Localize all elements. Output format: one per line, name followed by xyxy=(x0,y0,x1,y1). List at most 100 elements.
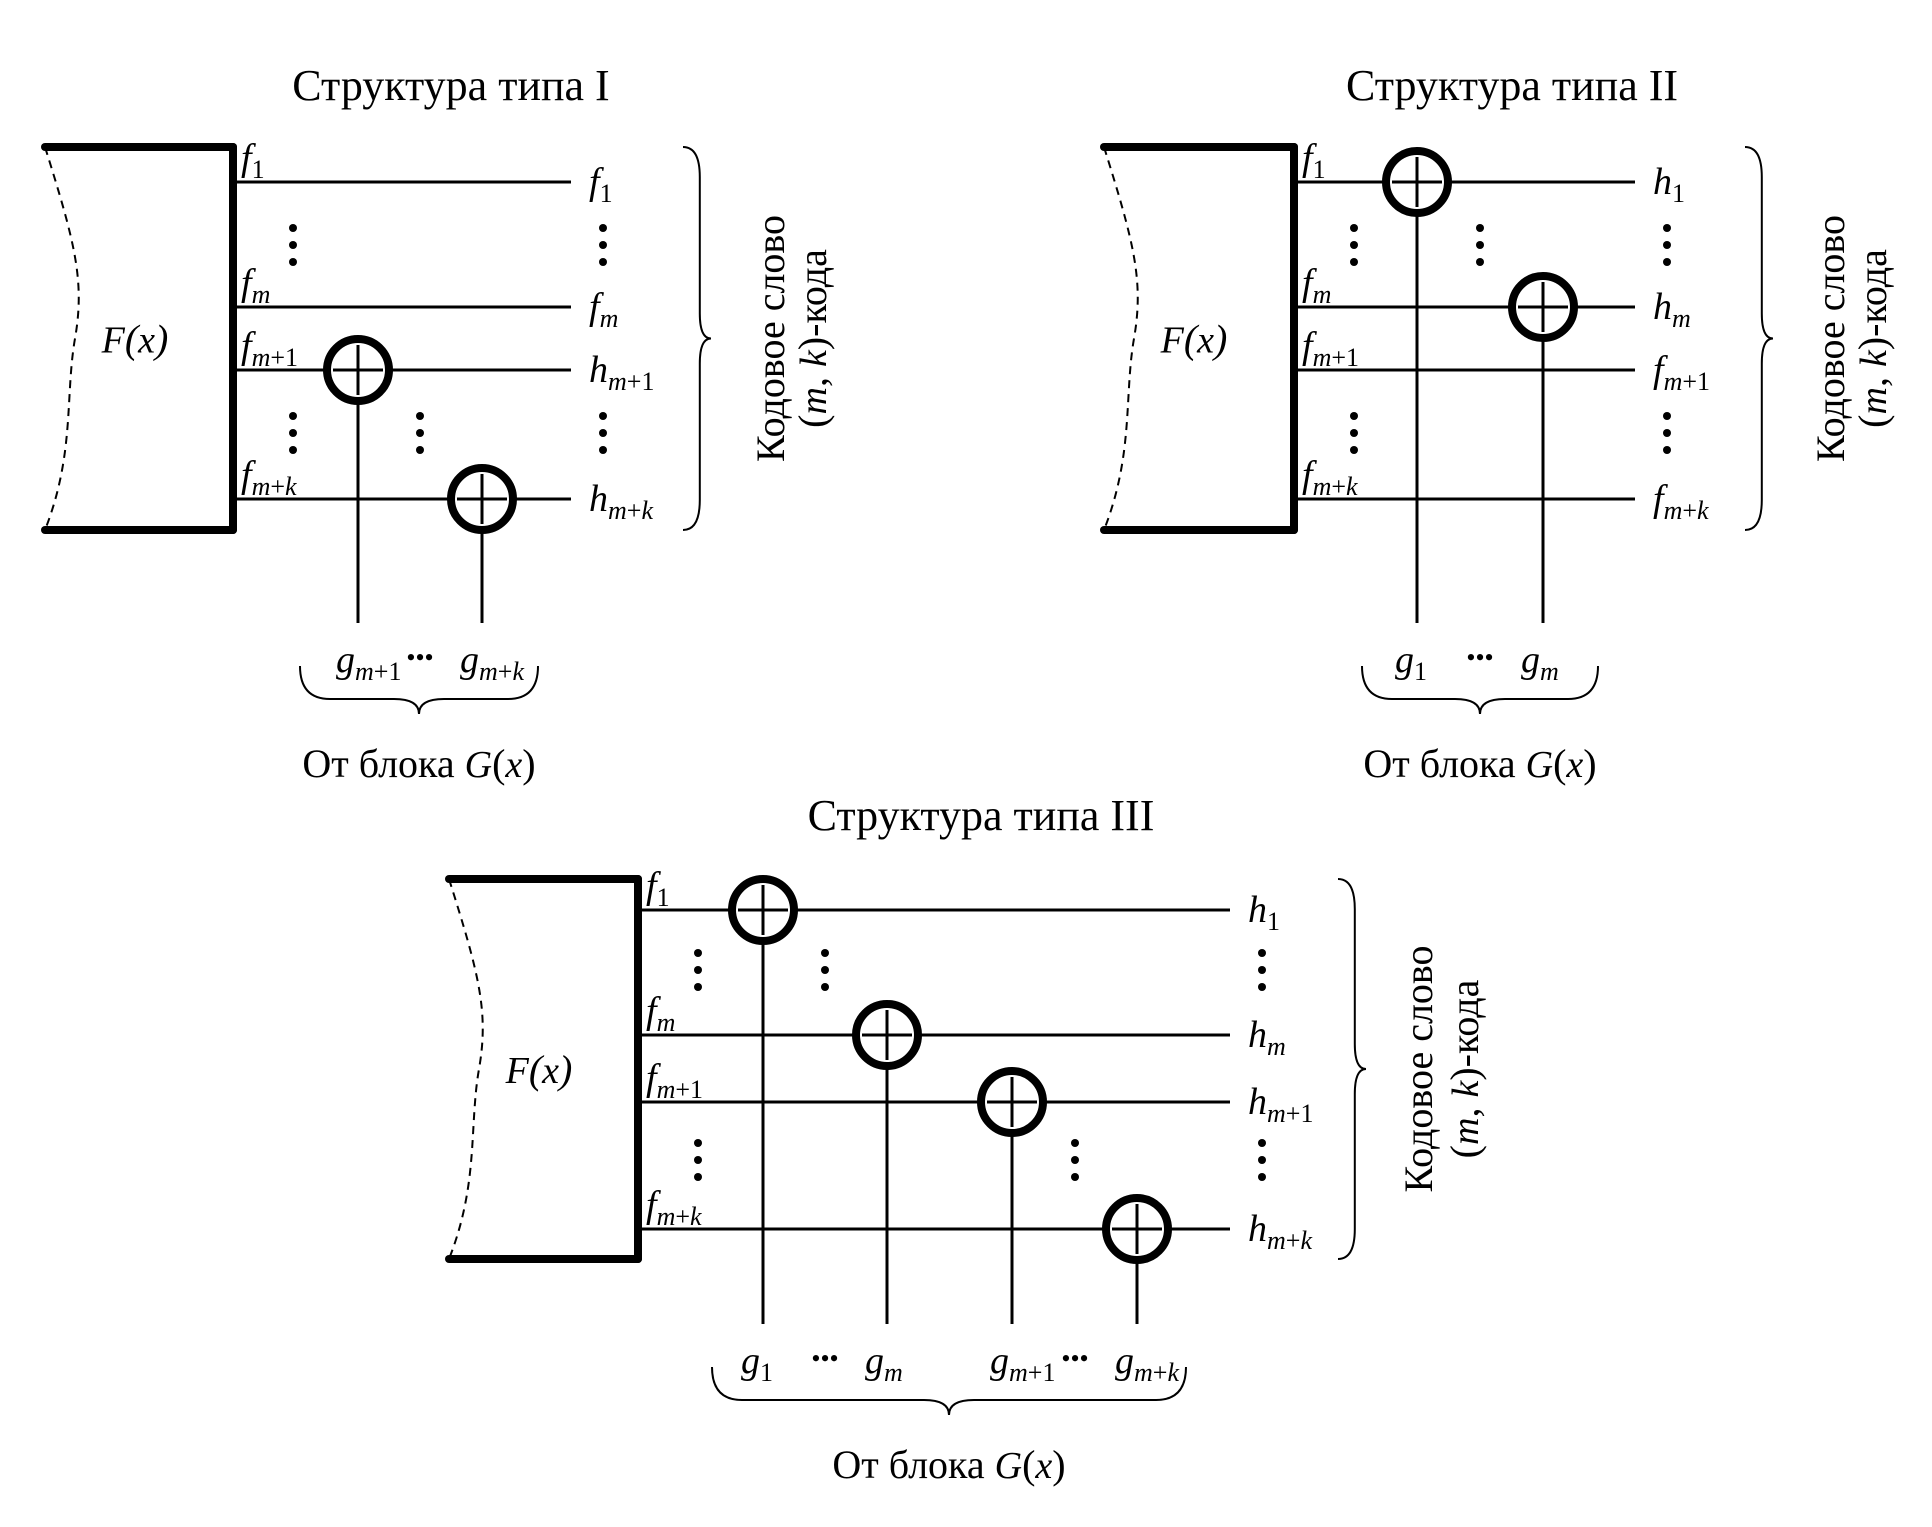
label-base: h xyxy=(589,349,608,391)
label-base: h xyxy=(1248,1208,1267,1250)
output-ellipsis-dot xyxy=(1663,224,1671,232)
input-ellipsis-dot xyxy=(289,429,297,437)
output-label: hm+k xyxy=(589,478,653,525)
label-subscript: k xyxy=(512,657,524,686)
xor-ellipsis-dot xyxy=(1476,224,1484,232)
input-ellipsis-dot xyxy=(694,949,702,957)
source-caption-paren: ) xyxy=(1583,741,1596,786)
codeword-k: k xyxy=(1445,1080,1487,1098)
label-subscript: m xyxy=(1313,343,1332,372)
xor-ellipsis-dot xyxy=(1476,241,1484,249)
label-subscript: k xyxy=(690,1202,702,1231)
xor-gate xyxy=(728,875,798,945)
xor-gate xyxy=(323,335,393,405)
label-subscript: + xyxy=(1286,1226,1301,1255)
label-subscript: m xyxy=(252,343,271,372)
label-subscript: + xyxy=(1286,1099,1301,1128)
output-ellipsis-dot xyxy=(599,241,607,249)
source-caption-paren: ) xyxy=(1052,1442,1065,1487)
input-ellipsis-dot xyxy=(694,966,702,974)
output-ellipsis-dot xyxy=(599,429,607,437)
label-subscript: m xyxy=(657,1075,676,1104)
output-ellipsis-dot xyxy=(1663,429,1671,437)
codeword-label-line2: (m, k)-кода xyxy=(1850,249,1895,428)
label-subscript: m xyxy=(1009,1358,1028,1387)
input-label: fm+k xyxy=(1302,454,1358,501)
source-caption-paren: ( xyxy=(492,741,505,786)
label-base: h xyxy=(1248,1081,1267,1123)
codeword-label-line2: (m, k)-кода xyxy=(1442,979,1487,1158)
xor-ellipsis-dot xyxy=(821,949,829,957)
output-ellipsis-dot xyxy=(599,412,607,420)
xor-gate xyxy=(977,1067,1047,1137)
output-ellipsis-dot xyxy=(1663,258,1671,266)
block-left-break-edge xyxy=(44,146,80,531)
source-caption-G: G xyxy=(465,744,492,786)
source-caption-paren: ) xyxy=(522,741,535,786)
label-subscript: m xyxy=(884,1358,903,1387)
codeword-brace xyxy=(1744,146,1774,531)
label-subscript: m xyxy=(1664,496,1683,525)
output-label: hm+1 xyxy=(589,349,654,396)
label-subscript: m xyxy=(1267,1032,1286,1061)
g-input-label: g1 xyxy=(741,1340,773,1387)
label-subscript: + xyxy=(374,657,389,686)
label-subscript: m xyxy=(1267,1099,1286,1128)
block-label-paren: ) xyxy=(153,317,168,362)
input-ellipsis-dot xyxy=(694,983,702,991)
block-left-break-edge xyxy=(1103,146,1139,531)
codeword-sep: , xyxy=(1850,367,1895,387)
source-brace xyxy=(299,665,539,715)
label-subscript: m xyxy=(252,280,271,309)
label-subscript: m xyxy=(1313,472,1332,501)
source-caption-G: G xyxy=(1526,744,1553,786)
output-ellipsis-dot xyxy=(1258,966,1266,974)
label-subscript: 1 xyxy=(1346,343,1359,372)
label-subscript: + xyxy=(1028,1358,1043,1387)
label-base: h xyxy=(1248,1014,1267,1056)
input-label: fm xyxy=(241,262,270,309)
label-subscript: 1 xyxy=(285,343,298,372)
block-label-x: x xyxy=(1196,320,1214,362)
label-subscript: 1 xyxy=(1414,657,1427,686)
block-label-paren: ) xyxy=(557,1047,572,1092)
xor-ellipsis-dot xyxy=(1071,1156,1079,1164)
codeword-k: k xyxy=(793,349,835,367)
title-type-1: Структура типа I xyxy=(292,61,609,110)
label-base: g xyxy=(990,1340,1009,1382)
label-subscript: + xyxy=(1682,367,1697,396)
output-ellipsis-dot xyxy=(1258,1139,1266,1147)
label-base: g xyxy=(1521,639,1540,681)
block-label-F: F xyxy=(101,320,126,362)
output-label: fm+k xyxy=(1653,478,1709,525)
input-ellipsis-dot xyxy=(289,258,297,266)
output-label: hm+k xyxy=(1248,1208,1312,1255)
label-subscript: k xyxy=(1167,1358,1179,1387)
codeword-m: m xyxy=(1445,1118,1487,1145)
g-input-label: gm+1 xyxy=(990,1340,1055,1387)
codeword-paren: ( xyxy=(790,415,835,428)
g-input-label: gm+1 xyxy=(336,639,401,686)
block-label-x: x xyxy=(541,1050,559,1092)
codeword-m: m xyxy=(793,387,835,414)
label-subscript: m xyxy=(600,304,619,333)
label-subscript: m xyxy=(657,1202,676,1231)
source-caption: От блока G(x) xyxy=(302,741,535,786)
input-label: f1 xyxy=(646,865,670,912)
label-subscript: m xyxy=(1664,367,1683,396)
label-base: g xyxy=(741,1340,760,1382)
label-base: h xyxy=(589,478,608,520)
codeword-k: k xyxy=(1853,349,1895,367)
label-subscript: + xyxy=(270,472,285,501)
output-label: fm+1 xyxy=(1653,349,1710,396)
output-ellipsis-dot xyxy=(599,224,607,232)
label-subscript: + xyxy=(498,657,513,686)
g-ellipsis: ••• xyxy=(406,643,433,672)
label-subscript: + xyxy=(270,343,285,372)
codeword-label-line1: Кодовое слово xyxy=(748,215,793,462)
output-label: hm xyxy=(1653,286,1691,333)
output-ellipsis-dot xyxy=(1258,983,1266,991)
